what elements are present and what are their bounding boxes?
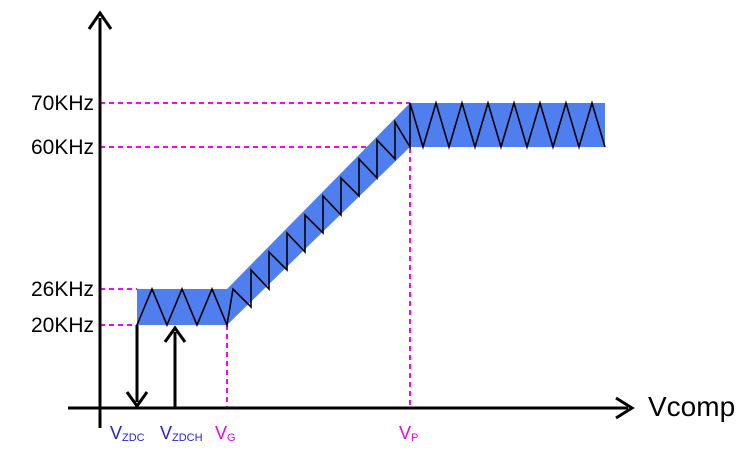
label-vzdch: VZDCH <box>160 423 203 444</box>
label-vg: VG <box>215 423 236 444</box>
label-vp: VP <box>399 423 419 444</box>
label-vzdc: VZDC <box>110 423 145 444</box>
vzdch-marker <box>163 325 187 408</box>
y-axis <box>87 10 113 428</box>
label-20khz: 20KHz <box>30 314 94 337</box>
frequency-zigzag <box>136 100 606 328</box>
x-axis <box>68 396 635 420</box>
vzdc-marker <box>125 325 149 409</box>
guide-lines <box>100 102 411 408</box>
frequency-band <box>137 103 605 325</box>
label-70khz: 70KHz <box>30 92 94 115</box>
label-26khz: 26KHz <box>30 278 94 301</box>
axis-title-vcomp: Vcomp <box>648 391 736 422</box>
label-60khz: 60KHz <box>30 136 94 159</box>
